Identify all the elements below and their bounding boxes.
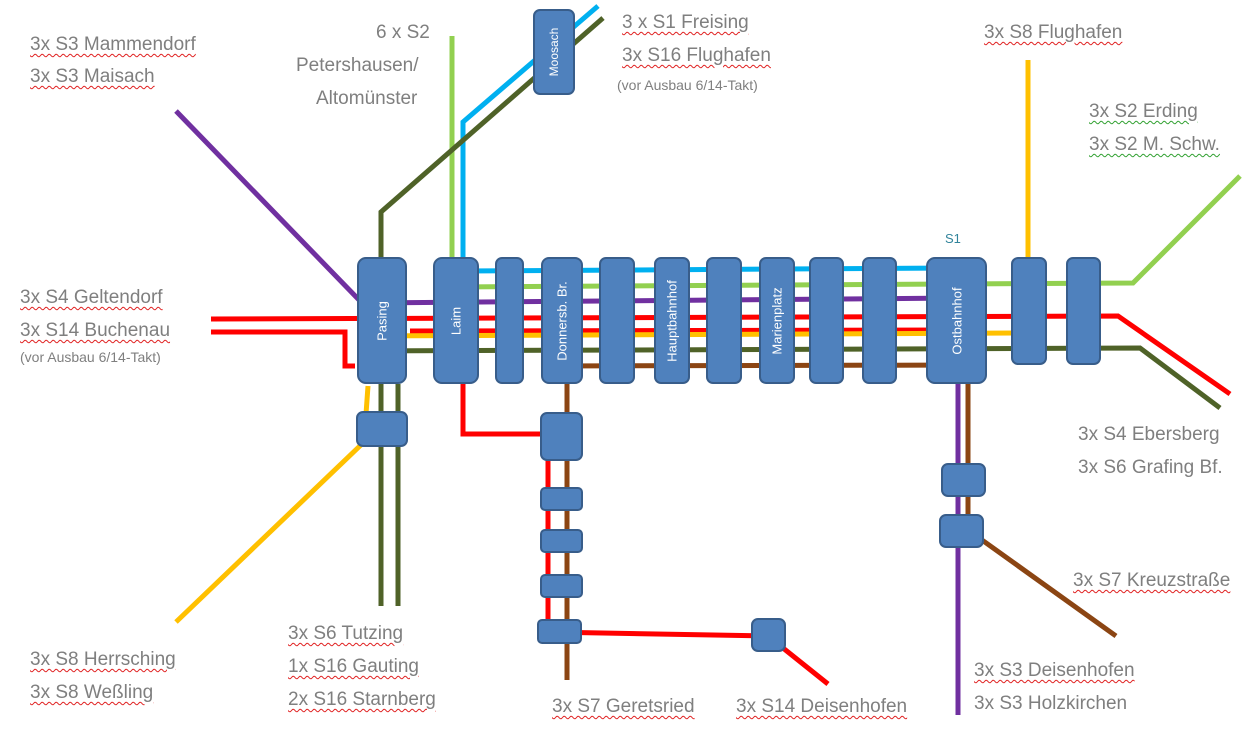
s6-line-north [378, 16, 605, 258]
station-s7-box-2 [540, 487, 583, 511]
station-pasing: Pasing [358, 258, 406, 383]
label-petershausen: Petershausen/ [296, 55, 419, 76]
station-box-9 [809, 257, 844, 384]
label-holzkirchen: 3x S3 Holzkirchen [974, 693, 1128, 714]
label-flughafen-s16: 3x S16 Flughafen [622, 45, 771, 66]
station-s7-box-4 [540, 574, 583, 598]
station-laim: Laim [434, 258, 478, 383]
station-s7-box-1 [540, 412, 583, 461]
label-herrsching: 3x S8 Herrsching [30, 649, 176, 670]
label-ausbau-west: (vor Ausbau 6/14-Takt) [20, 349, 161, 365]
station-ostbahnhof-label: Ostbahnhof [949, 286, 964, 355]
label-wessling: 3x S8 Weßling [30, 682, 154, 703]
station-laim-box [433, 257, 479, 384]
label-flughafen-s8: 3x S8 Flughafen [984, 22, 1123, 43]
station-s7-box-3 [540, 529, 583, 553]
station-s7-box-5 [537, 619, 582, 644]
label-s2-count: 6 x S2 [376, 22, 430, 43]
label-maisach: 3x S3 Maisach [30, 66, 155, 87]
s7-trunk [547, 362, 1118, 639]
station-donnersberger-box [541, 257, 583, 384]
label-starnberg: 2x S16 Starnberg [288, 689, 436, 710]
station-west-south-box [356, 411, 408, 447]
label-geltendorf: 3x S4 Geltendorf [20, 287, 163, 308]
station-pasing-box [357, 257, 407, 384]
label-altomuenster: Altomünster [316, 88, 418, 109]
label-grafing: 3x S6 Grafing Bf. [1078, 457, 1223, 478]
station-donnersberger: Donnersb. Br. [542, 258, 582, 383]
station-box-3 [495, 257, 524, 384]
station-box-10 [862, 257, 897, 384]
station-box-5 [599, 257, 635, 384]
station-pasing-label: Pasing [374, 300, 390, 341]
station-marienplatz-label: Marienplatz [769, 286, 785, 355]
station-laim-label: Laim [448, 306, 464, 335]
station-box-7 [706, 257, 742, 384]
s3-line-west [174, 109, 364, 305]
label-buchenau: 3x S14 Buchenau [20, 320, 171, 341]
label-ebersberg: 3x S4 Ebersberg [1078, 424, 1220, 445]
station-ostbahnhof-box [926, 257, 987, 384]
label-freising: 3 x S1 Freising [622, 12, 749, 33]
label-m-schw: 3x S2 M. Schw. [1089, 134, 1220, 155]
s1-marker: S1 [945, 231, 961, 246]
label-kreuzstrasse: 3x S7 Kreuzstraße [1073, 570, 1231, 591]
s14-line [211, 329, 355, 369]
station-donnersberger-label: Donnersb. Br. [554, 280, 570, 361]
label-deisenhofen-s3: 3x S3 Deisenhofen [974, 660, 1135, 681]
station-box-13 [1066, 257, 1101, 365]
station-box-12 [1011, 257, 1047, 365]
station-east-south-box-1 [941, 463, 986, 497]
station-moosach-box [533, 9, 575, 95]
station-moosach-label: Moosach [547, 27, 561, 77]
label-gauting: 1x S16 Gauting [288, 656, 419, 677]
station-moosach: Moosach [534, 10, 574, 94]
station-hauptbahnhof-box [654, 257, 690, 384]
s8-line-west [174, 385, 371, 624]
station-hauptbahnhof: Hauptbahnhof [655, 258, 689, 383]
label-ausbau-north: (vor Ausbau 6/14-Takt) [617, 77, 758, 93]
label-deisenhofen-s14: 3x S14 Deisenhofen [736, 696, 908, 717]
label-erding: 3x S2 Erding [1089, 101, 1198, 122]
label-geretsried: 3x S7 Geretsried [552, 696, 695, 717]
label-tutzing: 3x S6 Tutzing [288, 623, 404, 644]
label-mammendorf: 3x S3 Mammendorf [30, 34, 196, 55]
station-marienplatz: Marienplatz [760, 258, 794, 383]
station-east-south-box-2 [939, 514, 984, 548]
station-s14-box [751, 618, 786, 652]
station-ostbahnhof: Ostbahnhof [927, 258, 986, 383]
station-marienplatz-box [759, 257, 795, 384]
s1-line [460, 4, 600, 260]
station-hauptbahnhof-label: Hauptbahnhof [664, 279, 680, 362]
